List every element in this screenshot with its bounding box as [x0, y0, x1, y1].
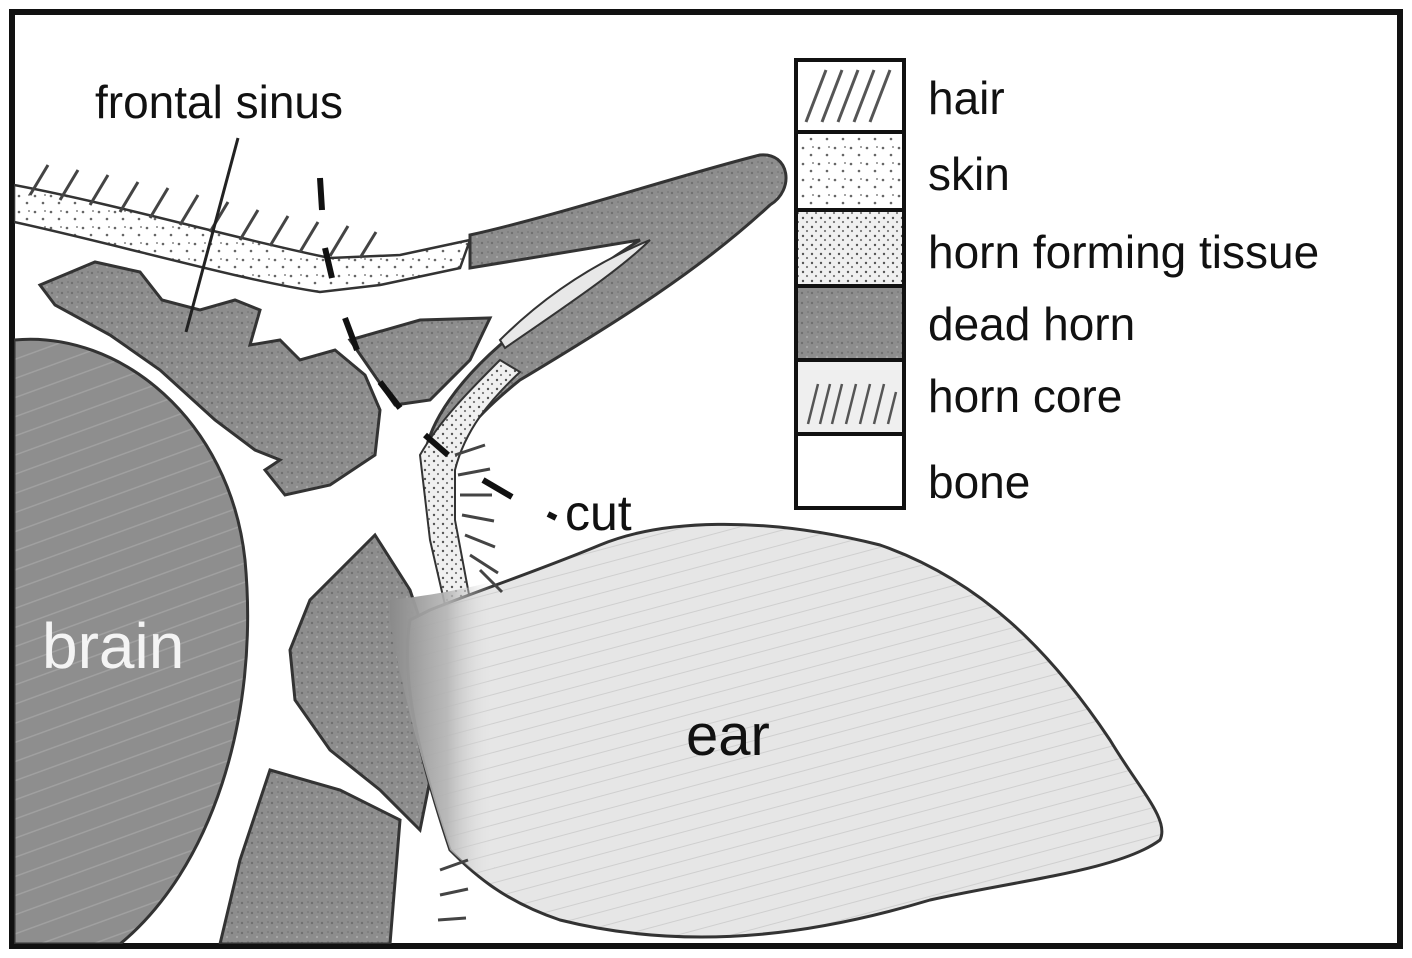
legend-swatch-dead-horn [796, 286, 904, 360]
legend-label-hair: hair [928, 72, 1005, 124]
legend-label-dead-horn: dead horn [928, 298, 1135, 350]
brain-label: brain [42, 610, 184, 682]
legend-swatch-horn-forming [796, 210, 904, 286]
ear-label: ear [686, 703, 770, 768]
legend-label-horn-forming: horn forming tissue [928, 226, 1319, 278]
legend-swatch-hair [796, 60, 904, 132]
legend-swatch-bone [796, 434, 904, 508]
legend-label-bone: bone [928, 456, 1030, 508]
legend-swatch-skin [796, 132, 904, 210]
legend-label-skin: skin [928, 148, 1010, 200]
legend-label-horn-core: horn core [928, 370, 1122, 422]
cut-label: cut [565, 485, 632, 541]
frontal-sinus-label: frontal sinus [95, 76, 343, 128]
